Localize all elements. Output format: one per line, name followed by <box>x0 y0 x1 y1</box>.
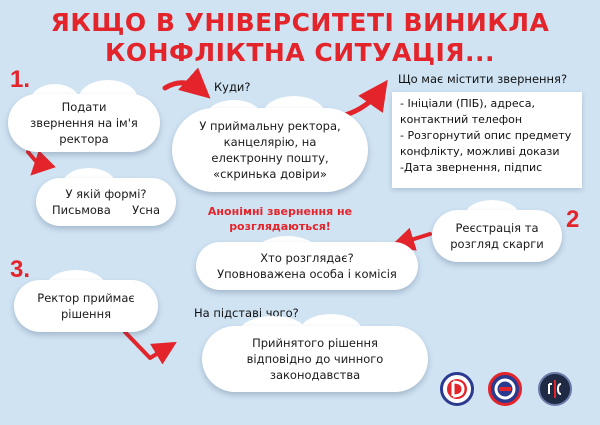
arrow-step1-to-form <box>26 150 56 176</box>
contents-item: -Дата звернення, підпис <box>400 161 543 174</box>
contents-box: - Ініціали (ПІБ), адреса, контактний тел… <box>392 92 582 188</box>
step-3-number: 3. <box>10 256 31 283</box>
who-answer: Уповноважена особа і комісія <box>217 267 397 281</box>
arrow-step3-to-basis <box>123 330 177 365</box>
step-2-number: 2 <box>566 206 580 233</box>
step-1-number: 1. <box>10 66 31 93</box>
step-1-cloud: Подати звернення на ім'я ректора <box>8 94 160 152</box>
form-options: Письмова Усна <box>44 202 168 218</box>
arrow-step1-to-where <box>162 67 211 99</box>
where-question: Куди? <box>214 80 251 94</box>
form-cloud: У якій формі? Письмова Усна <box>36 178 176 226</box>
student-council-logo-icon <box>538 372 572 406</box>
basis-cloud: Прийнятого рішення відповідно до чинного… <box>202 326 428 392</box>
step-2-text: Реєстрація та розгляд скарги <box>450 221 544 251</box>
step-1-text: Подати звернення на ім'я ректора <box>30 100 138 146</box>
where-cloud: У приймальну ректора, канцелярію, на еле… <box>172 108 368 192</box>
arrow-step2-to-who <box>390 227 432 251</box>
form-option-oral: Усна <box>132 203 160 217</box>
contents-item: - Ініціали (ПІБ), адреса, контактний тел… <box>400 97 535 126</box>
basis-answer: Прийнятого рішення відповідно до чинного… <box>246 336 384 382</box>
who-question: Хто розглядає? <box>260 251 354 265</box>
where-answer: У приймальну ректора, канцелярію, на еле… <box>199 119 341 181</box>
who-cloud: Хто розглядає? Уповноважена особа і комі… <box>196 242 418 290</box>
arrow-where-to-contents <box>342 79 388 118</box>
poster-title-line-1: ЯКЩО В УНІВЕРСИТЕТІ ВИНИКЛА <box>50 8 550 37</box>
step-3-cloud: Ректор приймає рішення <box>14 280 158 332</box>
contents-item: - Розгорнутий опис предмету конфлікту, м… <box>400 129 572 158</box>
form-option-written: Письмова <box>52 203 111 217</box>
anonymous-warning: Анонімні звернення не розглядаються! <box>207 205 353 233</box>
poster-title-line-2: КОНФЛІКТНА СИТУАЦІЯ... <box>104 38 496 67</box>
contents-question: Що має містити звернення? <box>398 72 568 86</box>
step-2-cloud: Реєстрація та розгляд скарги <box>432 210 562 262</box>
union-logo-icon <box>488 372 522 406</box>
step-3-text: Ректор приймає рішення <box>37 291 135 321</box>
form-question: У якій формі? <box>65 187 147 201</box>
university-logo-icon <box>440 372 474 406</box>
